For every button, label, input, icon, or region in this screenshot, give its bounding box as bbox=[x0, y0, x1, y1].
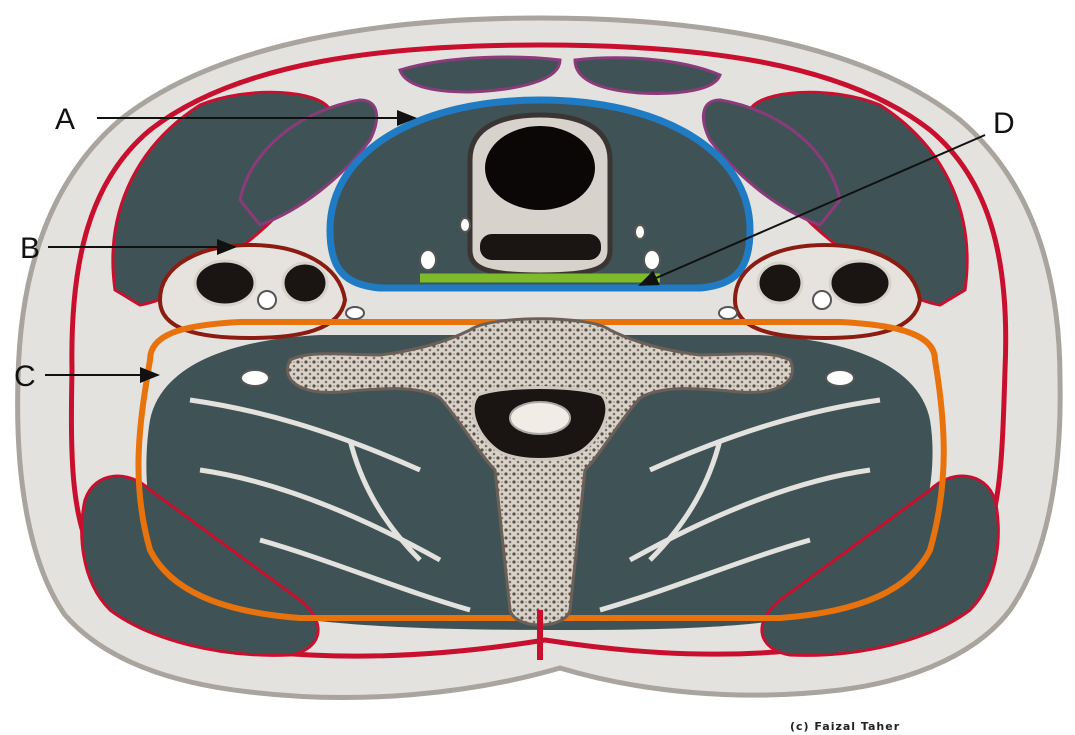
label-c: C bbox=[14, 360, 36, 393]
tracheal-lumen bbox=[485, 126, 595, 210]
label-a: A bbox=[55, 103, 75, 136]
esophagus bbox=[478, 232, 603, 262]
spinal-cord bbox=[510, 402, 570, 434]
label-d: D bbox=[993, 107, 1015, 140]
label-b: B bbox=[20, 232, 40, 265]
copyright-credit: (c) Faizal Taher bbox=[790, 720, 900, 733]
